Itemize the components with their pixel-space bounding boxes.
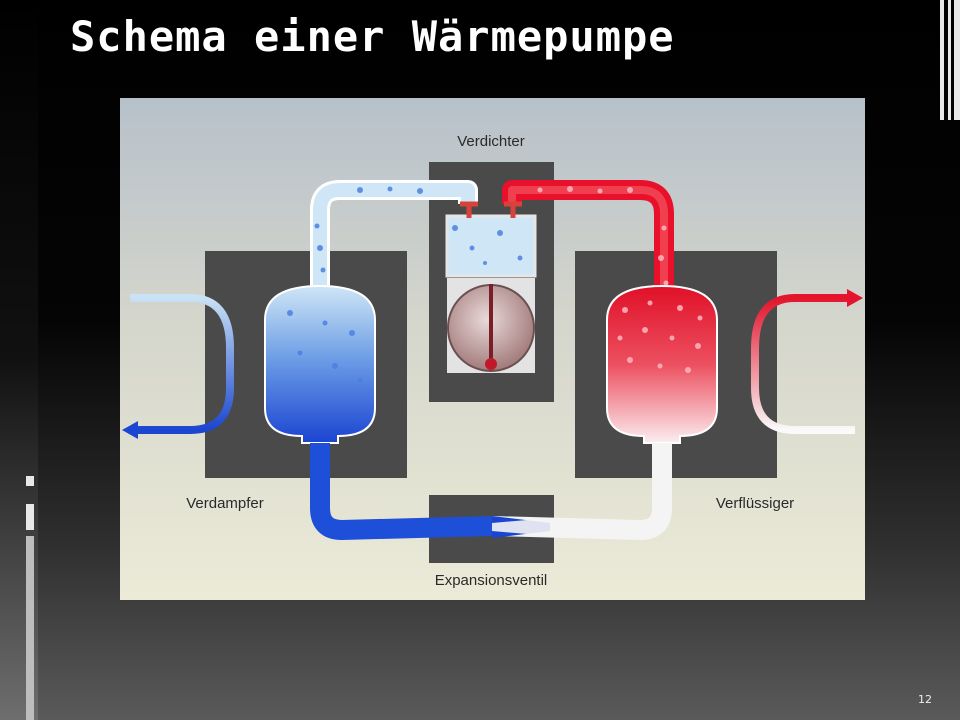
compressor-cylinder bbox=[445, 214, 537, 278]
decoration-bar bbox=[26, 536, 34, 720]
heat-source-loop bbox=[130, 294, 234, 434]
slide-title: Schema einer Wärmepumpe bbox=[70, 12, 675, 61]
page-number: 12 bbox=[918, 693, 932, 706]
diagram-canvas: Verdichter Verdampfer Verflüssiger Expan… bbox=[122, 133, 863, 589]
suction-valve bbox=[460, 201, 478, 218]
evaporator-vessel bbox=[264, 284, 376, 444]
expansion-nozzle-warm bbox=[492, 518, 550, 536]
liquid-line bbox=[491, 443, 672, 540]
cold-bubbles bbox=[287, 186, 523, 383]
expansion-outlet-line bbox=[310, 443, 493, 540]
decoration-bar bbox=[948, 0, 951, 120]
decoration-bar bbox=[940, 0, 944, 120]
label-evaporator: Verdampfer bbox=[186, 495, 264, 512]
decoration-bar bbox=[954, 0, 960, 120]
decoration-bar bbox=[26, 476, 34, 486]
decoration-bar bbox=[26, 504, 34, 530]
suction-pipe-fill bbox=[313, 183, 475, 303]
heat-sink-arrow bbox=[847, 289, 863, 307]
heat-pump-diagram: Verdichter Verdampfer Verflüssiger Expan… bbox=[120, 98, 865, 600]
label-expansion-valve: Expansionsventil bbox=[435, 572, 548, 589]
discharge-valve bbox=[504, 201, 522, 218]
hot-bubbles bbox=[537, 186, 703, 373]
discharge-pipe-highlight bbox=[508, 186, 668, 303]
compressor-crank bbox=[485, 358, 497, 370]
left-decoration-strip bbox=[0, 0, 38, 720]
heat-source-arrow bbox=[122, 421, 138, 439]
top-right-decoration bbox=[940, 0, 960, 120]
heat-sink-loop bbox=[751, 294, 855, 434]
label-condenser: Verflüssiger bbox=[716, 495, 794, 512]
label-compressor: Verdichter bbox=[457, 133, 525, 150]
